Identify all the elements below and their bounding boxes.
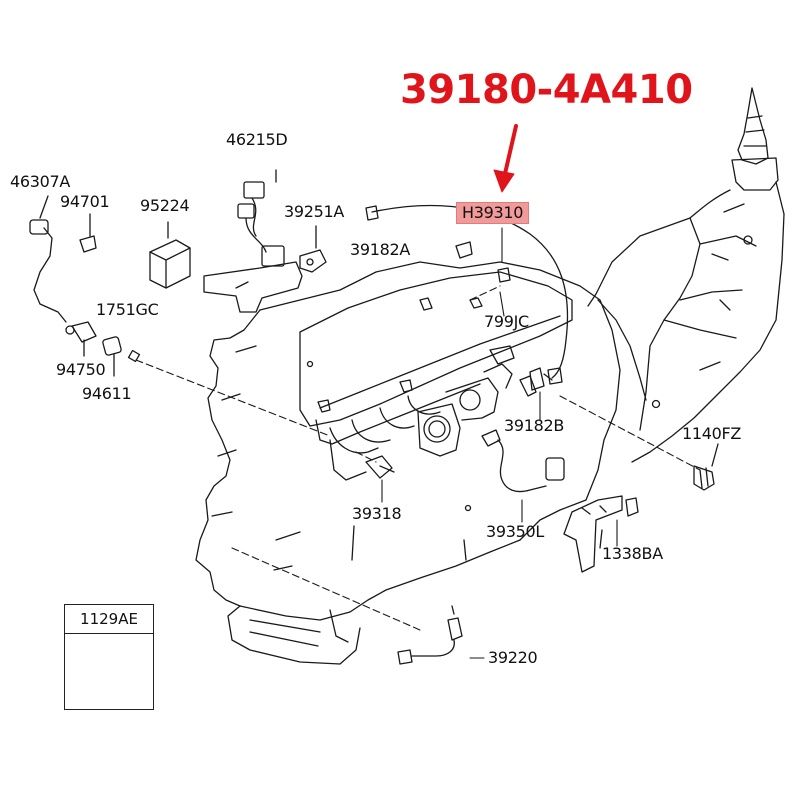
label-39318: 39318 xyxy=(352,504,402,523)
part-39251A-drawing xyxy=(299,225,327,273)
label-94701: 94701 xyxy=(60,192,110,211)
label-799JC: 799JC xyxy=(484,312,529,331)
part-95224-drawing xyxy=(149,221,191,289)
part-46215D-drawing xyxy=(203,169,303,313)
label-39220: 39220 xyxy=(488,648,538,667)
label-94611: 94611 xyxy=(82,384,132,403)
part-1140FZ-drawing xyxy=(693,443,719,491)
callout-arrowhead xyxy=(493,169,515,193)
leader-lines xyxy=(135,285,701,631)
callout-arrow xyxy=(502,124,518,180)
part-46307A-drawing xyxy=(29,195,75,335)
label-leaders xyxy=(381,227,618,659)
part-H39310-harness xyxy=(365,204,569,385)
part-39220-drawing xyxy=(397,605,463,665)
label-46215D: 46215D xyxy=(226,130,288,149)
part-94611-drawing xyxy=(102,336,141,377)
label-46307A: 46307A xyxy=(10,172,71,191)
part-94701-drawing xyxy=(79,213,97,253)
transmission-drawing xyxy=(587,87,785,463)
part-39318-drawing xyxy=(365,455,395,479)
part-94750-drawing xyxy=(71,321,97,357)
label-94750: 94750 xyxy=(56,360,106,379)
label-H39310-highlighted: H39310 xyxy=(456,202,530,224)
label-1751GC: 1751GC xyxy=(96,300,159,319)
label-39350L: 39350L xyxy=(486,522,545,541)
label-1140FZ: 1140FZ xyxy=(682,424,742,443)
label-95224: 95224 xyxy=(140,196,190,215)
part-legend-box: 1129AE xyxy=(64,604,154,710)
label-39182B: 39182B xyxy=(504,416,565,435)
label-1338BA: 1338BA xyxy=(602,544,663,563)
engine-block-drawing xyxy=(195,261,621,665)
part-number-headline: 39180-4A410 xyxy=(400,67,693,113)
label-39182A: 39182A xyxy=(350,240,411,259)
label-39251A: 39251A xyxy=(284,202,345,221)
part-1338BA-drawing xyxy=(563,495,639,573)
part-39182B-drawing xyxy=(529,367,553,391)
label-1129AE: 1129AE xyxy=(65,605,153,634)
part-39350L-drawing xyxy=(481,429,565,493)
